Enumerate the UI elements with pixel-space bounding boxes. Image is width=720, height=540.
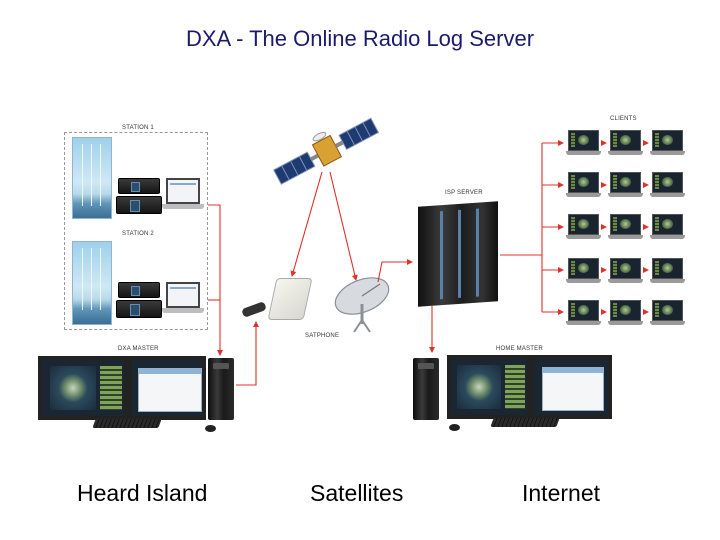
- satellites-label: Satellites: [310, 480, 404, 506]
- client-laptop-icon: [608, 300, 643, 326]
- station-to-dxa-master-arrow: [208, 204, 223, 356]
- client-laptop-icon: [608, 130, 643, 156]
- dxa-master-pc-tower-icon: [208, 358, 234, 420]
- client-laptop-icon: [608, 214, 643, 240]
- home-master-pc-tower-icon: [413, 358, 439, 420]
- client-laptop-icon: [608, 172, 643, 198]
- station2-antenna-photo: [72, 241, 112, 325]
- client-laptop-icon: [650, 258, 685, 284]
- client-laptop-icon: [650, 300, 685, 326]
- stations-group-box: [64, 132, 208, 330]
- home-master-label: HOME MASTER: [496, 346, 543, 352]
- dish-to-server-arrow: [377, 259, 413, 283]
- station1-radio-icon: [118, 178, 160, 194]
- heard-island-label: Heard Island: [77, 480, 208, 506]
- satphone-label: SATPHONE: [305, 333, 340, 339]
- station1-antenna-photo: [72, 137, 112, 219]
- dish-antenna-icon: [334, 277, 390, 333]
- satellite-icon: [273, 117, 380, 185]
- station2-laptop-icon: [166, 282, 200, 308]
- client-laptop-icon: [608, 258, 643, 284]
- client-laptop-icon: [650, 130, 685, 156]
- client-laptop-icon: [566, 172, 601, 198]
- dxa-master-left-monitor-icon: [38, 356, 128, 420]
- internet-label: Internet: [522, 480, 600, 506]
- station1-amplifier-icon: [116, 196, 162, 214]
- station2-radio-icon: [118, 282, 160, 298]
- client-laptop-icon: [566, 300, 601, 326]
- station1-laptop-icon: [166, 178, 200, 204]
- satellite-to-dish-beam: [329, 171, 358, 281]
- clients-label: CLIENTS: [610, 116, 637, 122]
- dxa-master-right-monitor-icon: [128, 356, 206, 420]
- client-laptop-icon: [566, 258, 601, 284]
- home-master-mouse-icon: [449, 424, 460, 431]
- station1-laptop-base: [162, 204, 204, 209]
- home-master-left-monitor-icon: [447, 355, 531, 419]
- client-laptop-icon: [566, 130, 601, 156]
- station2-amplifier-icon: [116, 300, 162, 318]
- home-master-right-monitor-icon: [530, 355, 612, 419]
- isp-server-label: ISP SERVER: [445, 190, 483, 196]
- dxa-master-mouse-icon: [205, 425, 216, 432]
- client-laptop-icon: [650, 172, 685, 198]
- client-laptop-icon: [650, 214, 685, 240]
- satellite-to-satphone-beam: [290, 171, 323, 277]
- dxa-master-to-satphone-arrow: [236, 321, 259, 386]
- station1-label: STATION 1: [122, 125, 154, 131]
- client-laptop-icon: [566, 214, 601, 240]
- station2-laptop-base: [162, 308, 204, 313]
- dxa-master-label: DXA MASTER: [118, 346, 159, 352]
- station2-label: STATION 2: [122, 231, 154, 237]
- page-title: DXA - The Online Radio Log Server: [185, 26, 535, 51]
